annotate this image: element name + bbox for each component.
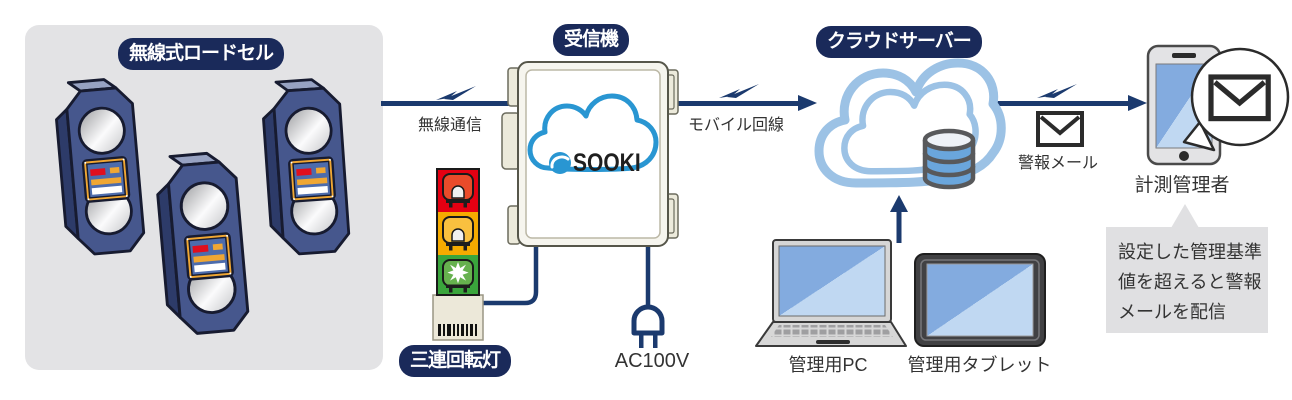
wireless-comm-label: 無線通信 [417, 117, 482, 134]
sooki-logo-text: SOOKI [573, 149, 641, 177]
mobile-link-line [668, 84, 817, 111]
laptop-icon [755, 239, 907, 347]
alert-link-line [991, 84, 1147, 111]
callout-pointer [1171, 204, 1199, 228]
management-pc-label: 管理用PC [788, 355, 868, 375]
mobile-line-label: モバイル回線 [687, 117, 784, 134]
envelope-icon [1211, 77, 1268, 119]
callout-note: 設定した管理基準値を超えると警報メールを配信 [1106, 227, 1268, 333]
tablet-icon [914, 253, 1046, 347]
sooki-logo [527, 93, 659, 174]
upload-arrow [890, 195, 908, 243]
ac-power-label: AC100V [614, 350, 690, 372]
receiver-label: 受信機 [553, 24, 630, 56]
loadcell-group-label: 無線式ロードセル [118, 38, 285, 70]
management-tablet-label: 管理用タブレット [907, 355, 1052, 375]
measurement-manager-label: 計測管理者 [1134, 175, 1230, 196]
wireless-link-line [381, 86, 519, 106]
plug-icon [631, 246, 665, 348]
speech-bubble-icon [1182, 47, 1290, 152]
envelope-icon [1036, 111, 1084, 147]
cloud-server-label: クラウドサーバー [816, 26, 982, 58]
signal-tower-label: 三連回転灯 [399, 345, 512, 377]
signal-tower-icon [432, 168, 484, 341]
database-icon [922, 128, 976, 190]
tower-cable [480, 246, 539, 306]
alert-mail-label: 警報メール [1017, 155, 1098, 172]
